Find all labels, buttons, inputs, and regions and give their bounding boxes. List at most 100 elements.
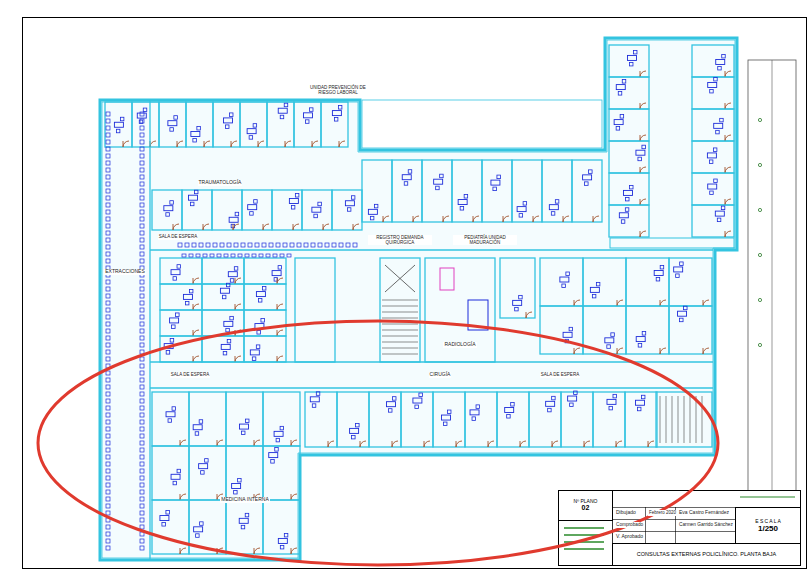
- room-label: PEDIATRÍA UNIDAD MADURACIÓN: [453, 235, 517, 245]
- room-label: SALA DE ESPERA: [170, 372, 210, 377]
- waiting-chair: [106, 294, 110, 298]
- room-wall: [242, 190, 272, 230]
- waiting-chair: [106, 280, 110, 284]
- waiting-chair: [234, 243, 238, 247]
- desk-symbol: [221, 344, 230, 349]
- chair-symbol: [721, 206, 725, 210]
- chair-symbol: [552, 396, 556, 400]
- logo-stripe: [564, 548, 604, 550]
- chair-symbol: [166, 351, 170, 355]
- waiting-chair: [106, 126, 110, 130]
- chair-symbol: [222, 295, 226, 299]
- waiting-chair: [140, 427, 144, 431]
- door-swing: [123, 141, 129, 147]
- door-swing: [180, 548, 186, 554]
- title-block-line: [645, 507, 646, 543]
- chair-symbol: [249, 136, 253, 140]
- ramp-post: [758, 163, 761, 166]
- door-swing: [424, 441, 430, 447]
- room-wall: [240, 102, 267, 147]
- waiting-chair: [106, 413, 110, 417]
- stair-step: [382, 330, 418, 331]
- waiting-chair: [224, 254, 228, 257]
- chair-symbol: [262, 287, 266, 291]
- waiting-chair: [332, 243, 336, 247]
- door-swing: [584, 441, 590, 447]
- courtyard-outline: [362, 100, 602, 148]
- desk-symbol: [627, 55, 636, 60]
- door-swing: [193, 304, 199, 310]
- door-swing: [193, 278, 199, 284]
- desk-symbol: [590, 287, 599, 292]
- waiting-chair: [140, 259, 144, 263]
- door-swing: [360, 441, 366, 447]
- waiting-chair: [106, 203, 110, 207]
- room-wall: [692, 141, 734, 173]
- waiting-chair: [140, 378, 144, 382]
- waiting-chair: [106, 161, 110, 165]
- waiting-chair: [106, 483, 110, 487]
- waiting-chair: [304, 243, 308, 247]
- door-swing: [392, 441, 398, 447]
- room-wall: [512, 160, 542, 222]
- waiting-chair: [276, 243, 280, 247]
- waiting-chair: [140, 385, 144, 389]
- chair-symbol: [684, 306, 688, 310]
- waiting-chair: [140, 161, 144, 165]
- waiting-chair: [140, 504, 144, 508]
- chair-symbol: [196, 534, 200, 538]
- door-swing: [725, 71, 731, 77]
- chair-symbol: [626, 197, 630, 201]
- waiting-chair: [106, 245, 110, 249]
- chair-symbol: [199, 420, 203, 424]
- door-swing: [456, 441, 462, 447]
- stair-step: [382, 300, 418, 301]
- room-label: UNIDAD PREVENCIÓN DE RIESGO LABORAL: [301, 85, 375, 95]
- waiting-chair: [140, 140, 144, 144]
- cell-text: 1/250: [758, 524, 778, 534]
- chair-symbol: [613, 394, 617, 398]
- waiting-chair: [196, 254, 200, 257]
- chair-symbol: [177, 265, 181, 269]
- chair-symbol: [436, 186, 440, 190]
- cell-text: 02: [582, 504, 590, 512]
- cell-text: E S C A L A: [755, 518, 781, 524]
- waiting-chair: [140, 497, 144, 501]
- chair-symbol: [415, 405, 419, 409]
- chair-symbol: [284, 533, 288, 537]
- desk-symbol: [278, 108, 287, 113]
- chair-symbol: [227, 339, 231, 343]
- desk-symbol: [166, 412, 175, 417]
- chair-symbol: [173, 277, 177, 281]
- chair-symbol: [718, 66, 722, 70]
- waiting-chair: [106, 315, 110, 319]
- waiting-chair: [106, 329, 110, 333]
- chair-symbol: [519, 295, 523, 299]
- waiting-chair: [106, 322, 110, 326]
- chair-symbol: [170, 128, 174, 132]
- chair-symbol: [656, 277, 660, 281]
- chair-symbol: [607, 345, 611, 349]
- chair-symbol: [254, 200, 258, 204]
- waiting-chair: [311, 243, 315, 247]
- stair-step: [684, 396, 685, 443]
- room-wall: [189, 392, 226, 446]
- chair-symbol: [464, 195, 468, 199]
- waiting-chair: [106, 301, 110, 305]
- desk-symbol: [549, 205, 558, 210]
- desk-symbol: [229, 217, 238, 222]
- door-swing: [640, 199, 646, 205]
- waiting-chair: [106, 182, 110, 186]
- door-swing: [203, 224, 209, 230]
- chair-symbol: [176, 313, 180, 317]
- room-label: RADIOLOGÍA: [443, 342, 476, 348]
- desk-symbol: [232, 483, 241, 488]
- desk-symbol: [636, 337, 645, 342]
- ramp-outline: [748, 60, 796, 545]
- waiting-chair: [106, 189, 110, 193]
- title-block-text: V. Aprobado: [615, 534, 644, 540]
- waiting-chair: [106, 140, 110, 144]
- room-wall: [160, 284, 202, 310]
- room-wall: [422, 160, 452, 222]
- waiting-chair: [192, 243, 196, 247]
